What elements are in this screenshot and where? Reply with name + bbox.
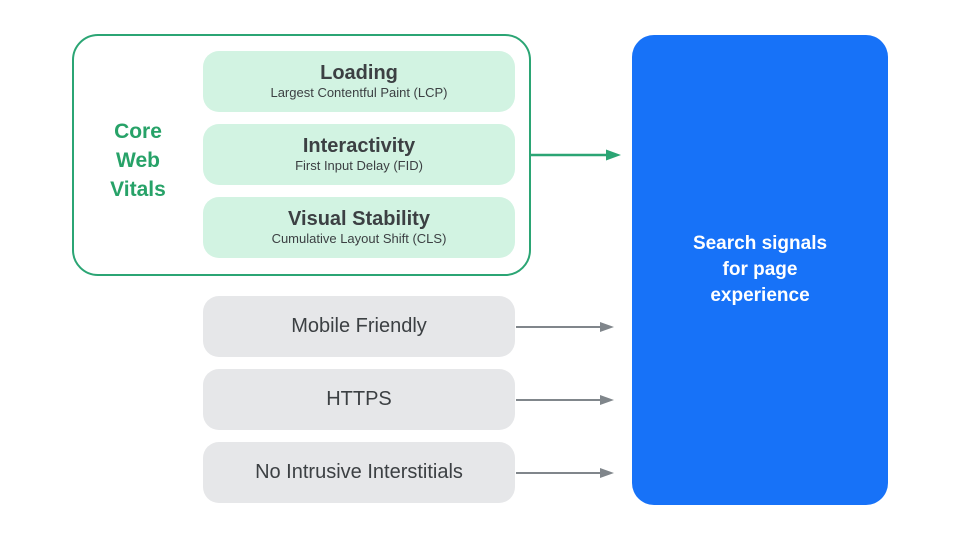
signal-label: Mobile Friendly bbox=[291, 315, 427, 337]
vital-box-interactivity: Interactivity First Input Delay (FID) bbox=[203, 124, 515, 185]
vital-box-loading: Loading Largest Contentful Paint (LCP) bbox=[203, 51, 515, 112]
arrow-core-web-vitals-to-result bbox=[531, 149, 621, 161]
vital-title: Loading bbox=[320, 62, 398, 84]
signal-box-no-intrusive-interstitials: No Intrusive Interstitials bbox=[203, 442, 515, 503]
vital-subtitle: Largest Contentful Paint (LCP) bbox=[270, 85, 448, 100]
arrow-https-to-result bbox=[516, 395, 614, 405]
core-web-vitals-label-line: Web bbox=[116, 149, 160, 172]
vital-title: Interactivity bbox=[302, 135, 416, 157]
arrow-no-intrusive-interstitials-to-result bbox=[516, 468, 614, 478]
signal-box-mobile-friendly: Mobile Friendly bbox=[203, 296, 515, 357]
core-web-vitals-label: Core Web Vitals bbox=[76, 117, 200, 204]
vital-title: Visual Stability bbox=[288, 208, 430, 230]
signal-box-https: HTTPS bbox=[203, 369, 515, 430]
vital-subtitle: Cumulative Layout Shift (CLS) bbox=[271, 231, 447, 246]
signal-label: HTTPS bbox=[326, 388, 392, 410]
vital-box-visual-stability: Visual Stability Cumulative Layout Shift… bbox=[203, 197, 515, 258]
signal-label: No Intrusive Interstitials bbox=[255, 461, 463, 483]
search-signals-result-box: Search signals for page experience bbox=[632, 35, 888, 505]
vital-subtitle: First Input Delay (FID) bbox=[295, 158, 423, 173]
arrow-mobile-friendly-to-result bbox=[516, 322, 614, 332]
core-web-vitals-label-line: Core bbox=[114, 120, 162, 143]
result-label-line: for page bbox=[722, 259, 798, 280]
search-signals-result-label: Search signals for page experience bbox=[693, 231, 827, 309]
core-web-vitals-label-line: Vitals bbox=[110, 178, 166, 201]
result-label-line: experience bbox=[710, 285, 810, 306]
result-label-line: Search signals bbox=[692, 233, 828, 254]
